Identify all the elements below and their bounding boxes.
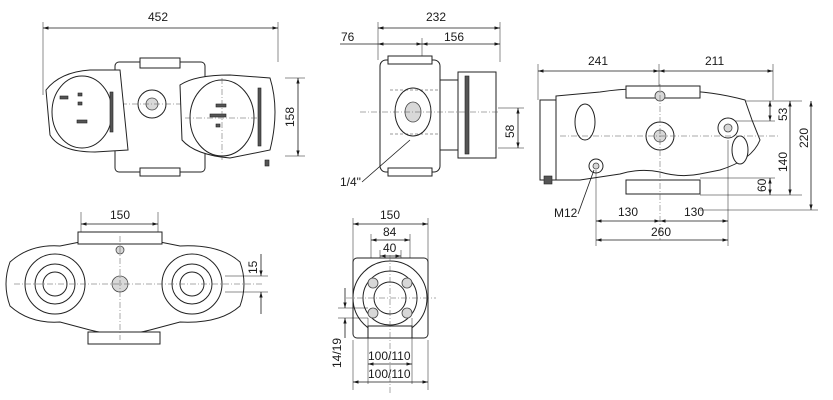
dim-flange-bolt-circle-1: 100/110	[368, 349, 411, 363]
dim-flange-150: 150	[380, 208, 400, 222]
dim-top-140: 140	[776, 152, 790, 172]
top-view: 241 211 53 140 220 60	[537, 54, 818, 246]
dim-top-260: 260	[651, 225, 671, 239]
dim-top-220: 220	[797, 128, 811, 148]
dim-side-right: 156	[444, 30, 464, 44]
dim-side-width: 232	[426, 10, 446, 24]
dim-bottom-150: 150	[110, 208, 130, 222]
flange-view: 150 84 40 14/19 100/110 100/110	[330, 208, 436, 395]
dim-top-130-left: 130	[618, 205, 638, 219]
dim-flange-bolt-circle-2: 100/110	[368, 367, 411, 381]
dim-bottom-15: 15	[246, 260, 260, 274]
dim-top-right: 211	[705, 54, 724, 68]
dim-top-60: 60	[755, 178, 769, 192]
dim-front-width: 452	[148, 10, 168, 24]
dim-flange-84: 84	[383, 225, 397, 239]
dim-front-height: 158	[283, 107, 297, 127]
dim-top-53: 53	[776, 107, 790, 121]
dim-top-left: 241	[588, 54, 608, 68]
front-view: 452 158	[42, 10, 305, 177]
dim-flange-40: 40	[383, 241, 397, 255]
side-view: 232 76 156 58 1/4"	[340, 10, 524, 189]
dim-top-130-right: 130	[684, 205, 704, 219]
bottom-view: 150 15	[5, 208, 268, 345]
dim-flange-holes: 14/19	[330, 338, 344, 368]
dim-side-left: 76	[341, 30, 355, 44]
dim-top-bolt: M12	[554, 206, 578, 220]
dim-side-thread: 1/4"	[340, 175, 361, 189]
dim-side-port-height: 58	[503, 124, 517, 138]
